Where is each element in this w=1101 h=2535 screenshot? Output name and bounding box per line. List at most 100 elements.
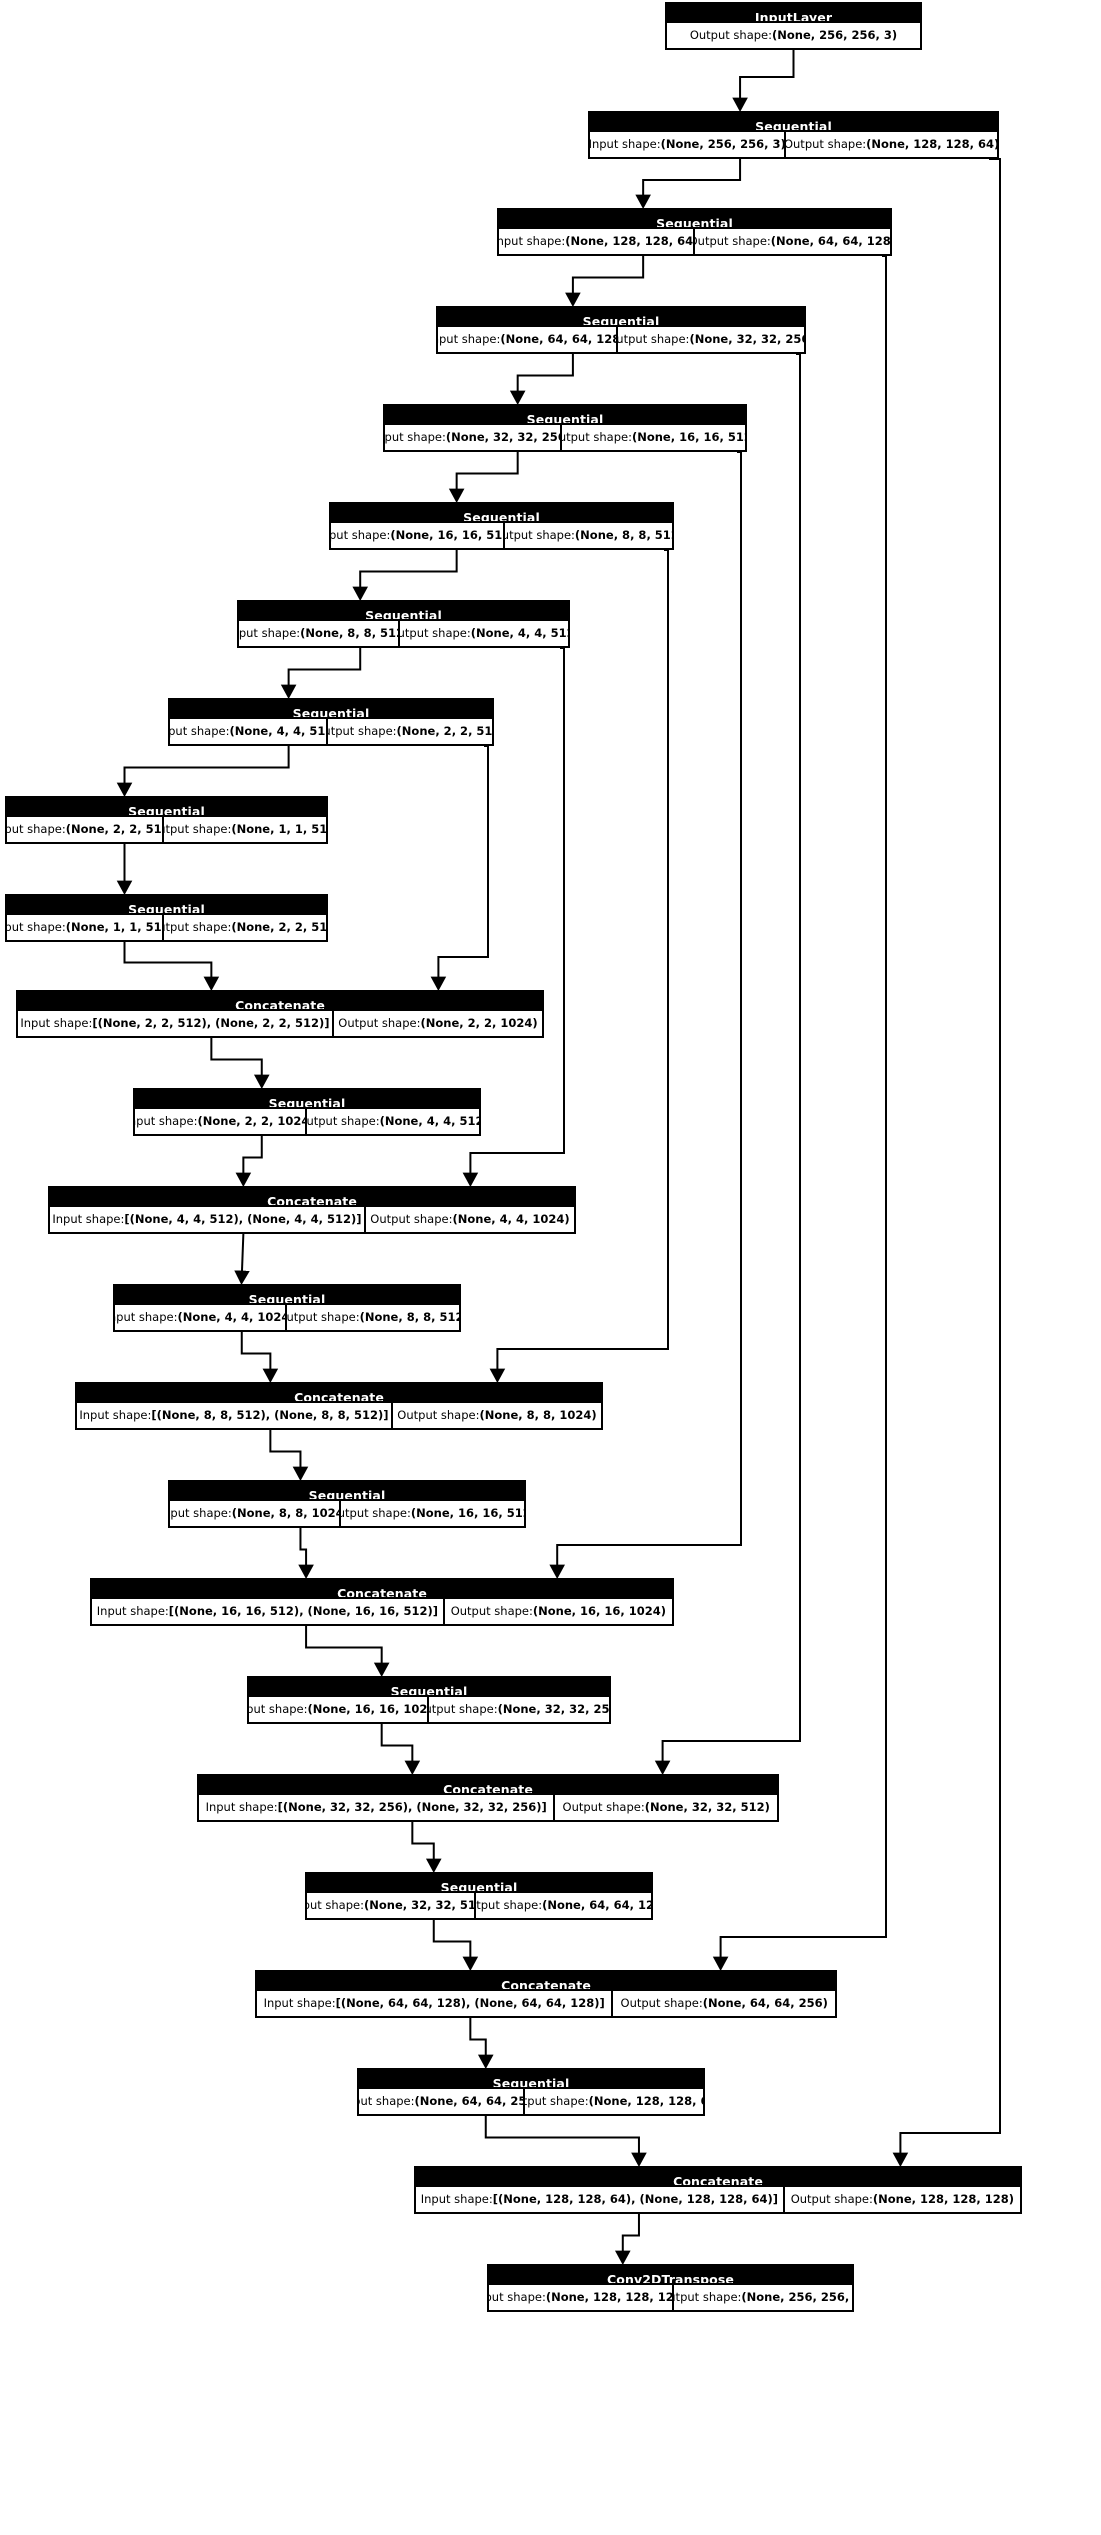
node-output-shape: Output shape: (None, 4, 4, 512)	[400, 621, 568, 646]
node-input-shape: Input shape: (None, 128, 128, 64)	[499, 229, 695, 254]
edge-skip-connection	[489, 549, 669, 1383]
node-title: Concatenate	[50, 1188, 574, 1205]
node-shape-row: Input shape: (None, 32, 32, 256)Output s…	[385, 423, 745, 450]
node-title: Sequential	[499, 210, 890, 227]
input-shape-label: Input shape:	[20, 1016, 93, 1030]
edge-sequential	[116, 746, 290, 797]
node-shape-row: Input shape: (None, 16, 16, 512)Output s…	[331, 521, 672, 548]
graph-node-conv2dtranspose[interactable]: Conv2DTransposeInput shape: (None, 128, …	[487, 2264, 854, 2312]
edge-sequential	[635, 159, 742, 209]
node-output-shape: Output shape: (None, 256, 256, 3)	[674, 2285, 852, 2310]
output-shape-label: Output shape:	[307, 1114, 380, 1128]
input-shape-value: [(None, 2, 2, 512), (None, 2, 2, 512)]	[92, 1016, 330, 1030]
output-shape-value: (None, 32, 32, 256)	[497, 1702, 609, 1716]
node-input-shape: Input shape: (None, 256, 256, 3)	[590, 132, 787, 157]
node-input-shape: Input shape: (None, 64, 64, 128)	[438, 327, 618, 352]
edge-sequential	[380, 1724, 421, 1775]
node-input-shape: Input shape: (None, 64, 64, 256)	[359, 2089, 526, 2114]
node-shape-row: Input shape: [(None, 32, 32, 256), (None…	[199, 1793, 777, 1820]
node-shape-row: Input shape: [(None, 8, 8, 512), (None, …	[77, 1401, 601, 1428]
node-shape-row: Input shape: [(None, 64, 64, 128), (None…	[257, 1989, 835, 2016]
node-input-shape: Input shape: [(None, 4, 4, 512), (None, …	[50, 1207, 366, 1232]
input-shape-value: (None, 32, 32, 512)	[363, 1898, 476, 1912]
node-title: Concatenate	[199, 1776, 777, 1793]
edge-sequential	[509, 354, 574, 405]
input-shape-value: [(None, 64, 64, 128), (None, 64, 64, 128…	[335, 1996, 605, 2010]
edge-skip-connection	[654, 353, 801, 1775]
input-shape-label: Input shape:	[52, 1212, 125, 1226]
node-title: Sequential	[239, 602, 568, 619]
node-output-shape: Output shape: (None, 8, 8, 512)	[287, 1305, 459, 1330]
input-shape-value: [(None, 16, 16, 512), (None, 16, 16, 512…	[168, 1604, 438, 1618]
node-shape-row: Input shape: (None, 4, 4, 512)Output sha…	[170, 717, 492, 744]
output-shape-value: (None, 8, 8, 512)	[574, 528, 672, 542]
node-output-shape: Output shape: (None, 4, 4, 512)	[307, 1109, 479, 1134]
node-title: Sequential	[590, 113, 997, 130]
node-output-shape: Output shape: (None, 64, 64, 128)	[476, 1893, 651, 1918]
node-input-shape: Input shape: [(None, 64, 64, 128), (None…	[257, 1991, 614, 2016]
edge-sequential	[210, 1038, 270, 1089]
output-shape-label: Output shape:	[397, 1408, 480, 1422]
output-shape-value: (None, 16, 16, 512)	[410, 1506, 524, 1520]
node-output-shape: Output shape: (None, 16, 16, 1024)	[445, 1599, 672, 1624]
edge-sequential	[448, 452, 519, 503]
node-shape-row: Input shape: [(None, 16, 16, 512), (None…	[92, 1597, 672, 1624]
node-title: Sequential	[331, 504, 672, 521]
output-shape-value: (None, 32, 32, 256)	[689, 332, 804, 346]
edge-sequential	[240, 1332, 279, 1383]
output-shape-label: Output shape:	[450, 1604, 533, 1618]
output-shape-label: Output shape:	[694, 234, 771, 248]
input-shape-label: Input shape:	[79, 1408, 152, 1422]
input-shape-label: Input shape:	[7, 920, 66, 934]
node-shape-row: Input shape: [(None, 128, 128, 64), (Non…	[416, 2185, 1020, 2212]
node-input-shape: Input shape: (None, 8, 8, 1024)	[170, 1501, 341, 1526]
output-shape-label: Output shape:	[504, 528, 575, 542]
input-shape-value: (None, 4, 4, 1024)	[177, 1310, 288, 1324]
output-shape-label: Output shape:	[790, 2192, 873, 2206]
node-input-shape: Input shape: (None, 32, 32, 512)	[307, 1893, 477, 1918]
input-shape-value: (None, 256, 256, 3)	[660, 137, 786, 151]
node-title: Sequential	[307, 1874, 651, 1891]
node-title: Sequential	[7, 896, 326, 913]
output-shape-value: (None, 2, 2, 1024)	[420, 1016, 538, 1030]
node-input-shape: Input shape: [(None, 2, 2, 512), (None, …	[18, 1011, 334, 1036]
node-output-shape: Output shape: (None, 64, 64, 256)	[613, 1991, 835, 2016]
node-shape-row: Input shape: (None, 128, 128, 128)Output…	[489, 2283, 852, 2310]
input-shape-label: Input shape:	[420, 2192, 493, 2206]
input-shape-value: [(None, 4, 4, 512), (None, 4, 4, 512)]	[124, 1212, 362, 1226]
output-shape-label: Output shape:	[674, 2290, 742, 2304]
edge-sequential	[352, 550, 458, 601]
node-shape-row: Input shape: (None, 64, 64, 128)Output s…	[438, 325, 804, 352]
input-shape-label: Input shape:	[489, 2290, 546, 2304]
node-title: Sequential	[7, 798, 326, 815]
node-title: Sequential	[170, 1482, 524, 1499]
node-output-shape: Output shape: (None, 2, 2, 512)	[164, 915, 326, 940]
node-title: Sequential	[249, 1678, 609, 1695]
input-shape-label: Input shape:	[205, 1800, 278, 1814]
output-shape-value: (None, 256, 256, 3)	[741, 2290, 852, 2304]
